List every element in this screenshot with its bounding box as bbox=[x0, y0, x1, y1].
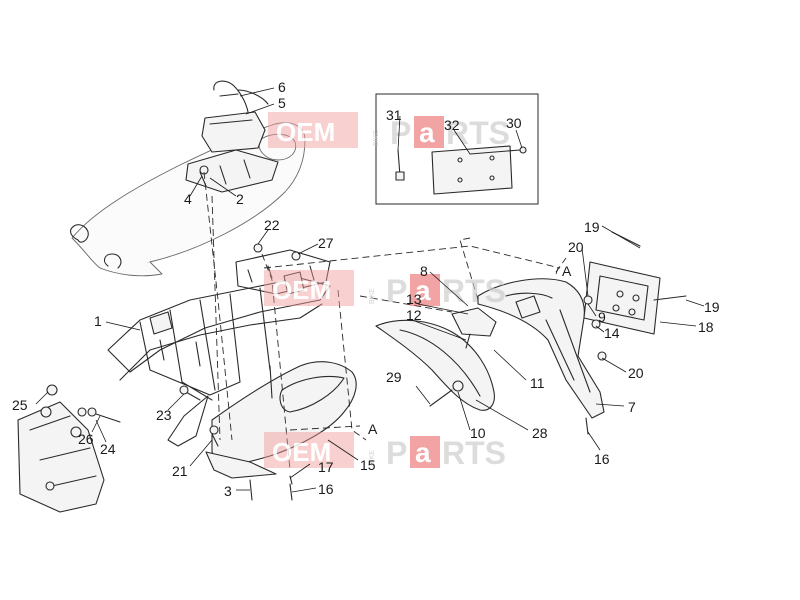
svg-text:a: a bbox=[415, 437, 431, 468]
callout-27: 27 bbox=[318, 235, 334, 251]
callout-18: 18 bbox=[698, 319, 714, 335]
svg-text:P: P bbox=[390, 115, 411, 151]
fasteners-left bbox=[46, 243, 301, 501]
callout-28: 28 bbox=[532, 425, 548, 441]
rear-subframe bbox=[107, 249, 331, 447]
svg-text:RTS: RTS bbox=[446, 115, 510, 151]
leader-lines bbox=[35, 87, 705, 493]
callout-31: 31 bbox=[386, 107, 402, 123]
callout-10: 10 bbox=[470, 425, 486, 441]
assembly-lines bbox=[203, 171, 567, 471]
svg-text:RTS: RTS bbox=[442, 273, 506, 309]
callout-20-top: 20 bbox=[568, 239, 584, 255]
callout-4: 4 bbox=[184, 191, 192, 207]
callout-16-left: 16 bbox=[318, 481, 334, 497]
callout-23: 23 bbox=[156, 407, 172, 423]
tray-bracket bbox=[185, 149, 279, 193]
callout-3: 3 bbox=[224, 483, 232, 499]
license-plate-holder bbox=[477, 231, 687, 435]
svg-text:BIKE: BIKE bbox=[369, 288, 376, 304]
inner-fender bbox=[375, 307, 497, 411]
svg-text:OEM: OEM bbox=[272, 437, 331, 467]
callout-29: 29 bbox=[386, 369, 402, 385]
callout-19-top: 19 bbox=[584, 219, 600, 235]
callout-1: 1 bbox=[94, 313, 102, 329]
svg-text:P: P bbox=[386, 273, 407, 309]
callout-2: 2 bbox=[236, 191, 244, 207]
callout-labels: 6 5 2 4 1 22 27 25 23 26 24 21 3 17 16 1… bbox=[12, 79, 720, 499]
callout-9: 9 bbox=[598, 309, 606, 325]
callout-13: 13 bbox=[406, 291, 422, 307]
callout-6: 6 bbox=[278, 79, 286, 95]
callout-26: 26 bbox=[78, 431, 94, 447]
callout-12: 12 bbox=[406, 307, 422, 323]
callout-25: 25 bbox=[12, 397, 28, 413]
pouch-assembly bbox=[201, 80, 269, 153]
callout-8: 8 bbox=[420, 263, 428, 279]
callout-22: 22 bbox=[264, 217, 280, 233]
callout-20-bottom: 20 bbox=[628, 365, 644, 381]
side-bracket bbox=[17, 401, 105, 513]
svg-text:BIKE: BIKE bbox=[373, 130, 380, 146]
rear-mudguard bbox=[205, 361, 357, 479]
callout-7: 7 bbox=[628, 399, 636, 415]
callout-19-right: 19 bbox=[704, 299, 720, 315]
number-plate-detail-box bbox=[375, 93, 539, 205]
callout-30: 30 bbox=[506, 115, 522, 131]
callout-16-right: 16 bbox=[594, 451, 610, 467]
callout-5: 5 bbox=[278, 95, 286, 111]
callout-14: 14 bbox=[604, 325, 620, 341]
svg-text:a: a bbox=[419, 117, 435, 148]
svg-text:RTS: RTS bbox=[442, 435, 506, 471]
svg-text:a: a bbox=[415, 275, 431, 306]
ref-A-left: A bbox=[368, 421, 378, 437]
svg-text:OEM: OEM bbox=[272, 275, 331, 305]
svg-text:OEM: OEM bbox=[276, 117, 335, 147]
callout-15: 15 bbox=[360, 457, 376, 473]
ref-A-right: A bbox=[562, 263, 572, 279]
callout-17: 17 bbox=[318, 459, 334, 475]
watermark: OEM BIKE P a RTS OEM BIKE P a RTS OEM BI… bbox=[264, 112, 510, 471]
callout-21: 21 bbox=[172, 463, 188, 479]
callout-24: 24 bbox=[100, 441, 116, 457]
svg-text:BIKE: BIKE bbox=[369, 450, 376, 466]
callout-11: 11 bbox=[530, 375, 545, 391]
callout-32: 32 bbox=[444, 117, 460, 133]
svg-text:P: P bbox=[386, 435, 407, 471]
